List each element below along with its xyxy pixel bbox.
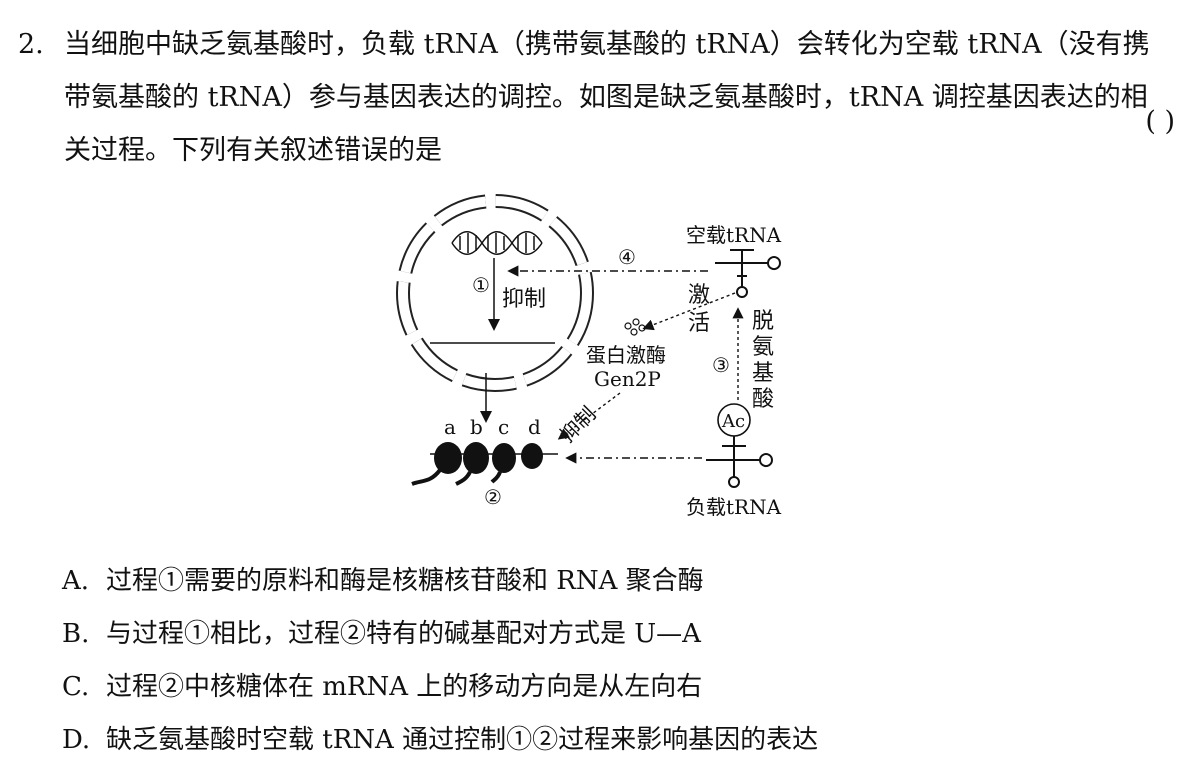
empty-trna-label: 空载tRNA <box>686 223 782 247</box>
question-stem: 2. 当细胞中缺乏氨基酸时，负载 tRNA（携带氨基酸的 tRNA）会转化为空载 … <box>18 18 1178 177</box>
activate-label-1: 激 <box>688 283 710 308</box>
empty-trna-icon <box>715 249 781 298</box>
option-d[interactable]: D. 缺乏氨基酸时空载 tRNA 通过控制①②过程来影响基因的表达 <box>62 714 818 767</box>
question-line-3: 关过程。下列有关叙述错误的是 <box>64 135 442 166</box>
kinase-particles-icon <box>624 318 646 336</box>
inhibit2-arrow <box>557 392 621 440</box>
nucleus-envelope-inner <box>398 196 592 390</box>
deaminate-label-4: 酸 <box>752 387 774 412</box>
step4-label: ④ <box>618 245 636 269</box>
option-d-text: 缺乏氨基酸时空载 tRNA 通过控制①②过程来影响基因的表达 <box>106 725 819 755</box>
option-d-letter: D. <box>62 725 91 755</box>
question-line-2: 带氨基酸的 tRNA）参与基因表达的调控。如图是缺乏氨基酸时，tRNA 调控基因… <box>64 82 1148 113</box>
activate-arrow <box>642 292 736 331</box>
deaminate-label-2: 氨 <box>752 335 774 360</box>
inhibit2-label: 抑制 <box>555 402 600 447</box>
deaminate-label-3: 基 <box>752 361 774 386</box>
ribosome-c-label: c <box>498 415 509 439</box>
ribosome-d-label: d <box>528 415 541 439</box>
activate-label-2: 活 <box>688 311 710 336</box>
answer-options: A. 过程①需要的原料和酶是核糖核苷酸和 RNA 聚合酶 B. 与过程①相比，过程②… <box>62 555 818 767</box>
option-a-text: 过程①需要的原料和酶是核糖核苷酸和 RNA 聚合酶 <box>106 566 704 596</box>
kinase-label-2: Gen2P <box>594 367 661 391</box>
ac-label: Ac <box>721 411 745 432</box>
polypeptide-chains-icon <box>411 468 502 486</box>
question-text-1: 当细胞中缺乏氨基酸时，负载 tRNA（携带氨基酸的 tRNA）会转化为空载 tR… <box>64 29 1150 60</box>
step2-label: ② <box>484 485 502 509</box>
option-a[interactable]: A. 过程①需要的原料和酶是核糖核苷酸和 RNA 聚合酶 <box>62 555 818 608</box>
step3-label: ③ <box>712 353 730 377</box>
step1-label: ① <box>472 273 490 297</box>
dna-helix-icon <box>451 231 543 255</box>
kinase-label-1: 蛋白激酶 <box>586 343 666 367</box>
ribosome-a-label: a <box>444 415 456 439</box>
loaded-trna-icon <box>706 436 773 488</box>
inhibit1-label: 抑制 <box>502 287 546 312</box>
option-b-letter: B. <box>62 619 90 649</box>
question-number: 2. <box>18 29 44 60</box>
option-a-letter: A. <box>62 566 90 596</box>
trna-regulation-figure: ① 抑制 ④ 空载tRNA 激 活 蛋白激酶 Gen2P <box>390 188 810 528</box>
option-c-letter: C. <box>62 672 90 702</box>
loaded-trna-label: 负载tRNA <box>686 495 782 519</box>
option-c[interactable]: C. 过程②中核糖体在 mRNA 上的移动方向是从左向右 <box>62 661 818 714</box>
question-line-1: 2. 当细胞中缺乏氨基酸时，负载 tRNA（携带氨基酸的 tRNA）会转化为空载 … <box>18 18 1178 71</box>
option-b[interactable]: B. 与过程①相比，过程②特有的碱基配对方式是 U—A <box>62 608 818 661</box>
answer-bracket: ( ) <box>1145 106 1175 137</box>
option-c-text: 过程②中核糖体在 mRNA 上的移动方向是从左向右 <box>106 672 703 702</box>
ribosomes-icon <box>434 442 543 474</box>
option-b-text: 与过程①相比，过程②特有的碱基配对方式是 U—A <box>106 619 701 649</box>
figure-svg: ① 抑制 ④ 空载tRNA 激 活 蛋白激酶 Gen2P <box>396 194 782 519</box>
ribosome-b-label: b <box>470 415 483 439</box>
deaminate-label-1: 脱 <box>752 309 774 334</box>
